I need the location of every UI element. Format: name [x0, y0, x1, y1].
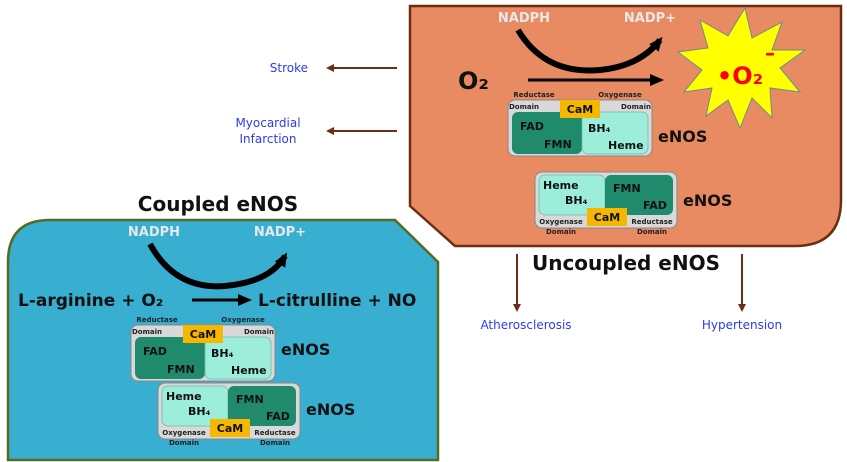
- oxygenase-domain-label-2: Domain: [546, 228, 576, 236]
- superoxide-charge: –: [765, 41, 775, 65]
- stroke-label: Stroke: [270, 61, 308, 75]
- bh4-label: BH₄: [588, 122, 611, 135]
- enos-label: eNOS: [281, 340, 330, 359]
- coupled-enos-monomer-bottom: CaM Heme BH₄ FMN FAD Oxygenase Reductase…: [157, 382, 355, 447]
- bh4-label: BH₄: [211, 347, 234, 360]
- enos-label: eNOS: [306, 400, 355, 419]
- oxygenase-domain-label: Oxygenase: [162, 429, 206, 437]
- oxygenase-domain: [581, 111, 649, 155]
- fad-label: FAD: [520, 120, 544, 133]
- oxygenase-domain-label-2: Domain: [621, 103, 651, 111]
- burst-star-icon: [676, 6, 807, 130]
- coupled-title: Coupled eNOS: [138, 192, 298, 216]
- cam-box: [210, 419, 250, 437]
- uncoupled-cofactor-arrow: [515, 28, 663, 74]
- reductase-domain-label-2: Domain: [260, 439, 290, 447]
- enos-label: eNOS: [658, 127, 707, 146]
- cam-box: [560, 100, 600, 118]
- reductase-domain: [512, 112, 582, 154]
- mi-label-line1: Myocardial: [235, 116, 300, 130]
- reductase-domain: [228, 386, 296, 426]
- enos-label: eNOS: [683, 191, 732, 210]
- uncoupled-enos-monomer-top: Reductase Oxygenase Domain Domain CaM FA…: [507, 91, 707, 157]
- disease-outcomes: Stroke Myocardial Infarction Atheroscler…: [235, 61, 782, 332]
- heme-label: Heme: [608, 139, 644, 152]
- oxygenase-domain-label-2: Domain: [169, 439, 199, 447]
- cam-label: CaM: [217, 422, 243, 435]
- cam-box: [587, 208, 627, 226]
- uncoupled-title: Uncoupled eNOS: [532, 251, 720, 275]
- oxygenase-domain-label: Oxygenase: [539, 218, 583, 226]
- oxygenase-domain-label: Oxygenase: [221, 316, 265, 324]
- oxygenase-domain-label: Oxygenase: [598, 91, 642, 99]
- fad-label: FAD: [266, 410, 290, 423]
- reductase-domain-label: Reductase: [631, 218, 673, 226]
- cam-label: CaM: [567, 103, 593, 116]
- bh4-label: BH₄: [188, 405, 211, 418]
- coupled-panel: Coupled eNOS NADPH NADP+ L-arginine + O₂…: [6, 192, 440, 462]
- fad-label: FAD: [643, 199, 667, 212]
- atherosclerosis-label: Atherosclerosis: [480, 318, 571, 332]
- coupled-enos-monomer-top: Reductase Oxygenase Domain Domain CaM FA…: [130, 316, 330, 382]
- reductase-domain: [605, 175, 673, 215]
- uncoupled-nadph-label: NADPH: [498, 11, 550, 26]
- bh4-label: BH₄: [565, 194, 588, 207]
- fmn-label: FMN: [613, 182, 641, 195]
- cam-label: CaM: [190, 328, 216, 341]
- cam-box: [183, 325, 223, 343]
- reductase-domain-label: Reductase: [513, 91, 555, 99]
- reductase-domain-label-2: Domain: [637, 228, 667, 236]
- fmn-label: FMN: [544, 138, 572, 151]
- heme-label: Heme: [166, 390, 202, 403]
- fmn-label: FMN: [236, 393, 264, 406]
- coupled-products: L-citrulline + NO: [258, 291, 416, 311]
- coupled-nadp-label: NADP+: [254, 225, 306, 240]
- oxygenase-domain: [204, 336, 272, 380]
- coupled-nadph-label: NADPH: [128, 225, 180, 240]
- fmn-label: FMN: [167, 363, 195, 376]
- uncoupled-o2-label: O₂: [458, 67, 489, 95]
- uncoupled-nadp-label: NADP+: [624, 11, 676, 26]
- heme-label: Heme: [543, 179, 579, 192]
- coupled-cofactor-arrow: [147, 242, 288, 290]
- superoxide-burst: •O₂ –: [676, 6, 807, 130]
- mi-label-line2: Infarction: [240, 132, 297, 146]
- oxygenase-domain-label-2: Domain: [244, 328, 274, 336]
- reductase-domain-label-2: Domain: [509, 103, 539, 111]
- reductase-domain: [135, 337, 205, 379]
- uncoupled-panel: NADPH NADP+ O₂ •O₂ – Reductase Oxygenase…: [408, 4, 843, 275]
- uncoupled-enos-monomer-bottom: CaM Heme BH₄ FMN FAD Oxygenase Reductase…: [534, 171, 732, 236]
- reductase-domain-label-2: Domain: [132, 328, 162, 336]
- heme-label: Heme: [231, 364, 267, 377]
- superoxide-label: •O₂: [717, 62, 763, 90]
- reductase-domain-label: Reductase: [254, 429, 296, 437]
- fad-label: FAD: [143, 345, 167, 358]
- reductase-domain-label: Reductase: [136, 316, 178, 324]
- coupled-reactants: L-arginine + O₂: [18, 291, 163, 311]
- cam-label: CaM: [594, 211, 620, 224]
- hypertension-label: Hypertension: [702, 318, 782, 332]
